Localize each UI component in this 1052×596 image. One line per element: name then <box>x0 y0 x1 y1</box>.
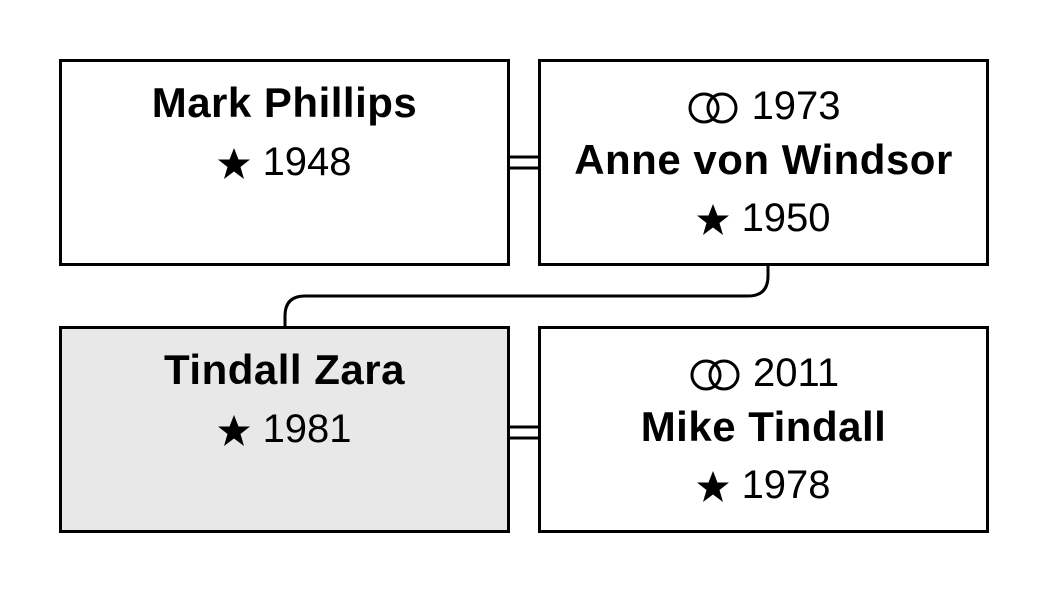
birth-line: 1978 <box>541 463 986 508</box>
person-name: Mike Tindall <box>640 403 887 450</box>
rings-icon <box>688 358 742 392</box>
person-box-tindall-zara[interactable]: Tindall Zara 1981 <box>59 326 510 533</box>
star-icon <box>696 203 730 237</box>
person-box-mike-tindall[interactable]: 2011 Mike Tindall 1978 <box>538 326 989 533</box>
birth-year: 1981 <box>262 407 352 451</box>
person-name: Mark Phillips <box>151 79 418 126</box>
star-icon <box>217 147 251 181</box>
marriage-connector-mark-anne <box>508 155 540 170</box>
birth-year: 1978 <box>741 463 831 507</box>
birth-line: 1948 <box>62 140 507 185</box>
marriage-connector-zara-mike <box>508 425 540 440</box>
rings-icon <box>686 91 740 125</box>
star-icon <box>217 414 251 448</box>
marriage-year: 1973 <box>751 84 841 128</box>
marriage-line: 2011 <box>541 351 986 396</box>
birth-year: 1950 <box>741 196 831 240</box>
marriage-year: 2011 <box>753 351 840 395</box>
person-box-anne-von-windsor[interactable]: 1973 Anne von Windsor 1950 <box>538 59 989 266</box>
descent-connector-anne-zara <box>283 264 770 328</box>
star-icon <box>696 470 730 504</box>
person-box-mark-phillips[interactable]: Mark Phillips 1948 <box>59 59 510 266</box>
person-name: Tindall Zara <box>164 346 405 393</box>
marriage-line: 1973 <box>541 84 986 129</box>
birth-line: 1981 <box>62 407 507 452</box>
person-name: Anne von Windsor <box>574 136 953 183</box>
birth-year: 1948 <box>262 140 352 184</box>
birth-line: 1950 <box>541 196 986 241</box>
